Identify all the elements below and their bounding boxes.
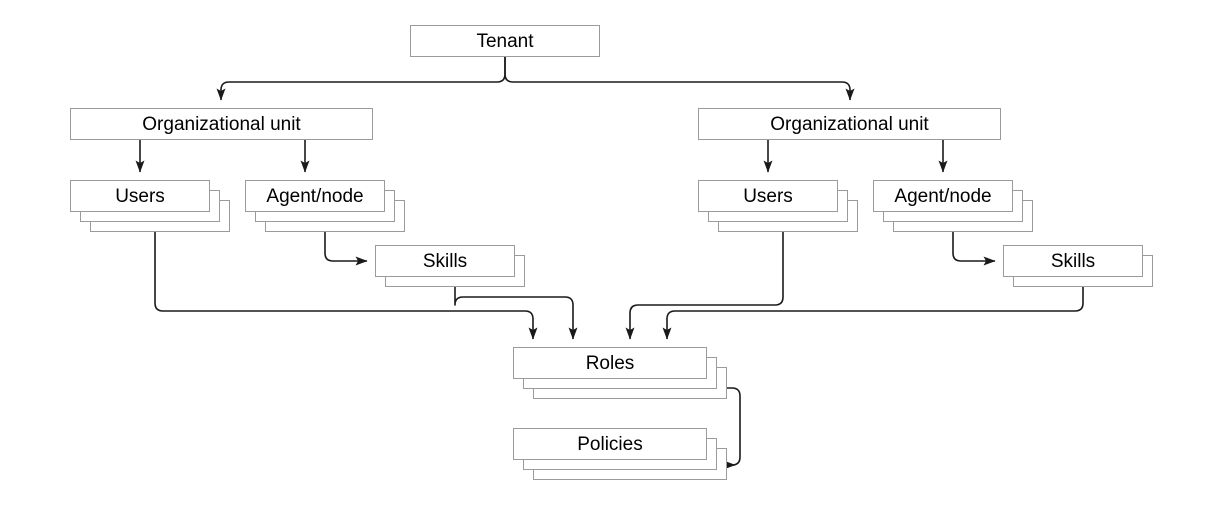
roles-box[interactable] [513, 347, 707, 379]
users-left-box[interactable] [70, 180, 210, 212]
agent-left-box[interactable] [245, 180, 385, 212]
skills-left-box[interactable] [375, 245, 515, 277]
edge-agent-right-to-skills-right [952, 232, 996, 266]
edge-tenant-to-ou-left [216, 57, 506, 101]
edge-tenant-to-ou-right [504, 57, 855, 101]
skills-right-label: Skills [1050, 250, 1096, 272]
tenant-box[interactable] [410, 25, 600, 57]
roles-label: Roles [585, 352, 635, 374]
agent-left-label: Agent/node [266, 185, 364, 207]
policies-box[interactable] [513, 428, 707, 460]
edge-agent-left-to-skills-left [324, 232, 368, 266]
organizational-unit-left-box[interactable] [70, 108, 373, 140]
policies-label: Policies [577, 433, 643, 455]
tenant-label: Tenant [476, 30, 534, 52]
agent-right-label: Agent/node [894, 185, 992, 207]
edge-users-right-to-roles [625, 232, 784, 340]
agent-right-box[interactable] [873, 180, 1013, 212]
edge-roles-to-policies [723, 387, 741, 470]
skills-left-label: Skills [422, 250, 468, 272]
organizational-unit-right-box[interactable] [698, 108, 1001, 140]
users-right-label: Users [743, 185, 793, 207]
users-right-box[interactable] [698, 180, 838, 212]
skills-right-box[interactable] [1003, 245, 1143, 277]
organizational-unit-left-label: Organizational unit [142, 113, 301, 135]
users-left-label: Users [115, 185, 165, 207]
organizational-unit-right-label: Organizational unit [770, 113, 929, 135]
edge-skills-left-to-roles [454, 296, 578, 340]
edge-skills-right-to-roles [662, 287, 1084, 340]
